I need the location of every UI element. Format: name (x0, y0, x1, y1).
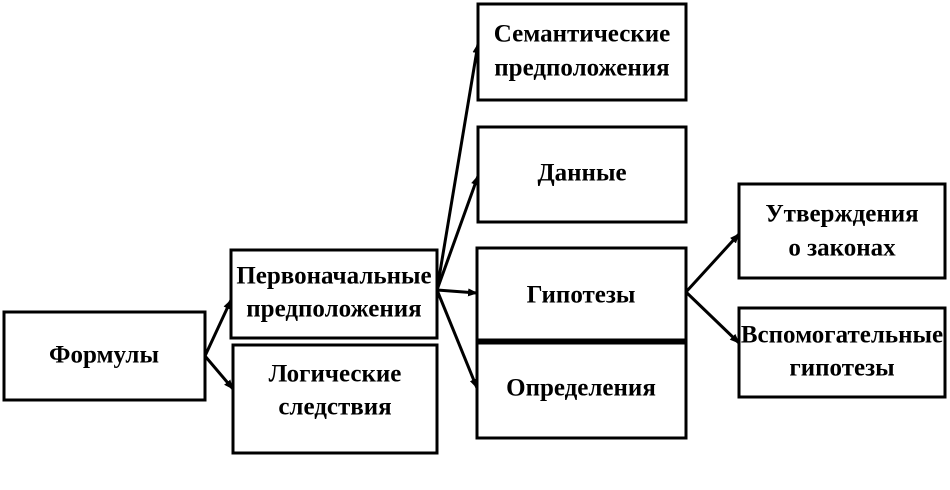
node-auxiliary-hypotheses-line-1: Вспомогательные (741, 322, 943, 349)
node-logical-consequences-line-2: следствия (278, 394, 391, 421)
edge-formulas-to-initial-assumptions (203, 299, 233, 357)
edge-formulas-to-logical-consequences (203, 355, 235, 390)
node-formulas-line-1: Формулы (49, 342, 159, 369)
node-logical-consequences-line-1: Логические (269, 361, 402, 388)
edge-initial-assumptions-to-semantic-assumptions (435, 43, 481, 291)
edge-hypotheses-to-law-statements (684, 232, 741, 294)
node-initial-assumptions-line-2: предположения (246, 296, 421, 323)
node-definitions: Определения (475, 341, 688, 440)
node-law-statements-line-1: Утверждения (765, 201, 918, 228)
node-data-line-1: Данные (537, 160, 626, 187)
nodes-layer: Формулы Первоначальные предположения Лог… (2, 2, 947, 455)
node-semantic-assumptions-line-1: Семантические (494, 21, 670, 48)
edge-initial-assumptions-to-hypotheses (436, 288, 478, 297)
node-data: Данные (476, 125, 688, 224)
node-semantic-assumptions: Семантические предположения (476, 2, 688, 102)
node-formulas: Формулы (2, 310, 207, 402)
node-auxiliary-hypotheses: Вспомогательные гипотезы (737, 306, 947, 399)
node-auxiliary-hypotheses-line-2: гипотезы (789, 355, 894, 382)
edges-layer (203, 43, 741, 390)
node-initial-assumptions: Первоначальные предположения (229, 248, 439, 340)
node-semantic-assumptions-line-2: предположения (494, 55, 669, 82)
node-law-statements-line-2: о законах (788, 235, 896, 262)
node-initial-assumptions-line-1: Первоначальные (236, 263, 431, 290)
node-definitions-line-1: Определения (506, 375, 656, 402)
edge-initial-assumptions-to-data (435, 175, 480, 291)
node-logical-consequences: Логические следствия (231, 343, 439, 455)
edge-hypotheses-to-auxiliary-hypotheses (684, 290, 741, 345)
node-hypotheses-line-1: Гипотезы (527, 282, 636, 309)
node-law-statements: Утверждения о законах (737, 182, 947, 280)
edge-initial-assumptions-to-definitions (435, 289, 479, 389)
node-hypotheses: Гипотезы (475, 246, 688, 342)
